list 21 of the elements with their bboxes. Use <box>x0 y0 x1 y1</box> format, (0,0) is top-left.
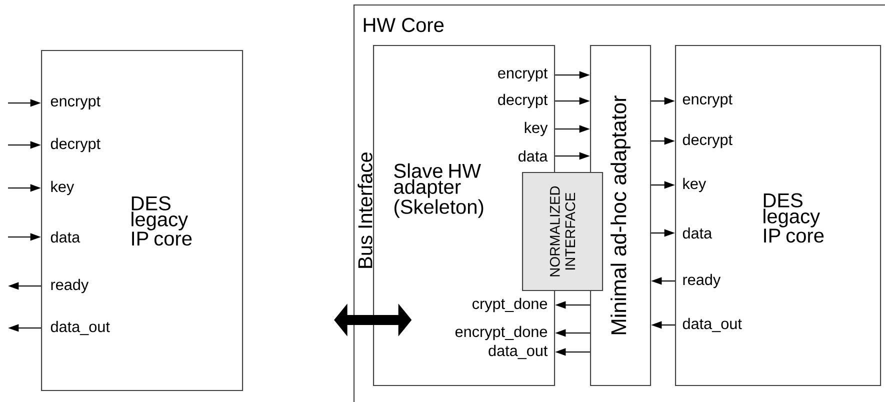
port-label: encrypt <box>50 96 100 110</box>
port-label: data_out <box>682 318 742 332</box>
port-label: encrypt <box>682 94 732 108</box>
port-label: ready <box>51 278 89 294</box>
port-label: decrypt <box>498 94 548 108</box>
port-label: data <box>50 231 80 243</box>
port-label: key <box>683 178 706 192</box>
port-label: data_out <box>488 344 548 360</box>
port-label: data_out <box>50 320 110 336</box>
port-label: crypt_done <box>472 298 548 312</box>
interface-box: NORMALIZED INTERFACE <box>522 172 604 292</box>
port-label: key <box>524 122 548 136</box>
port-label: ready <box>683 274 721 288</box>
port-label: encrypt <box>498 68 548 82</box>
port-label: decrypt <box>50 138 100 152</box>
port-label: data <box>682 227 712 239</box>
port-label: key <box>51 180 74 196</box>
port-label: encrypt_done <box>455 326 548 340</box>
port-label: data <box>518 150 548 162</box>
node-label: Bus Interface <box>358 152 372 268</box>
port-label: decrypt <box>682 134 732 148</box>
